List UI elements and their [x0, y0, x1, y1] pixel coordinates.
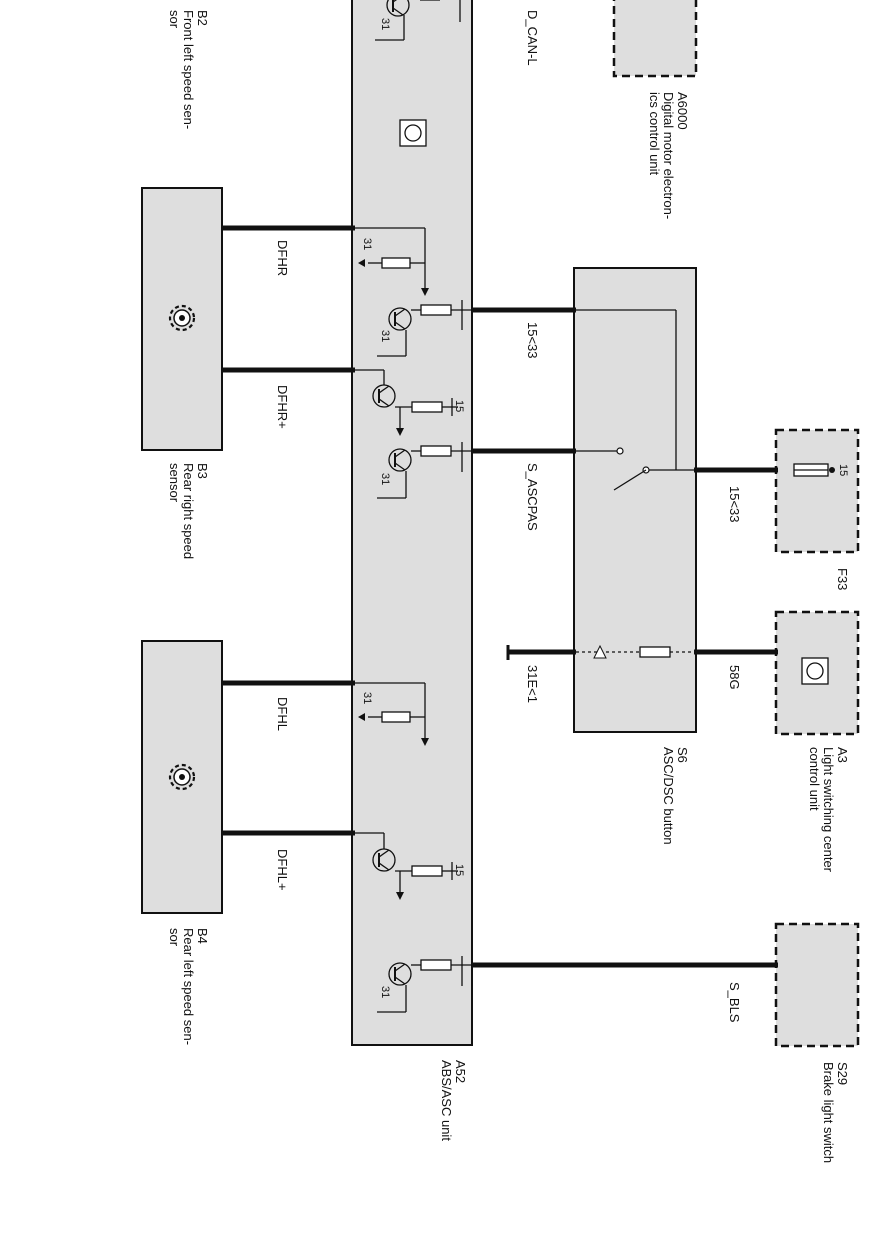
b3-id: B3 [195, 463, 210, 479]
a6000-name-line1: Digital motor electron- [661, 92, 676, 219]
text-labels: B2 Front left speed sen- sor B3 Rear rig… [167, 10, 850, 1163]
a6000-name-line2: ics control unit [647, 92, 662, 175]
pin-31-e: 31 [361, 692, 373, 704]
abs-asc-unit-box [351, 0, 473, 1046]
a6000-id: A6000 [675, 92, 690, 130]
signal-dfhl-plus: DFHL+ [275, 849, 290, 891]
pin-15-c: 15 [837, 464, 849, 476]
a6000-box [612, 0, 698, 78]
pin-31-f: 31 [379, 986, 391, 998]
b4-id: B4 [195, 928, 210, 944]
signal-31e-1: 31E<1 [525, 665, 540, 703]
asc-dsc-button-box [573, 267, 697, 733]
wires [222, 225, 778, 968]
can-bus-icon [801, 657, 829, 685]
signal-s-bls: S_BLS [727, 982, 742, 1023]
signal-58g: 58G [727, 665, 742, 690]
pin-31-b: 31 [361, 238, 373, 250]
s6-internal-circuit [506, 309, 694, 660]
f33-box [774, 428, 860, 554]
b2-id: B2 [195, 10, 210, 26]
signal-15-33-b: 15<33 [727, 486, 742, 523]
signal-dfhr-plus: DFHR+ [275, 385, 290, 429]
signal-d-can-l: D_CAN-L [525, 10, 540, 66]
a52-internal-circuits [355, 0, 472, 1013]
a3-name-line2: control unit [807, 747, 822, 811]
pin-31-a: 31 [379, 18, 391, 30]
a3-id: A3 [835, 747, 850, 763]
b2-name-line1: Front left speed sen- [181, 10, 196, 129]
b3-name-line2: sensor [167, 463, 182, 503]
brake-light-switch-box [774, 922, 860, 1048]
s6-id: S6 [675, 747, 690, 763]
pin-15-b: 15 [453, 864, 465, 876]
signal-dfhl: DFHL [275, 697, 290, 731]
signal-s-ascpas: S_ASCPAS [525, 463, 540, 531]
f33-id: F33 [835, 568, 850, 590]
signal-dfhr: DFHR [275, 240, 290, 276]
b2-name-line2: sor [167, 10, 182, 29]
signal-15-33-a: 15<33 [525, 322, 540, 359]
s29-id: S29 [835, 1062, 850, 1085]
s29-name: Brake light switch [821, 1062, 836, 1163]
s6-name: ASC/DSC button [661, 747, 676, 845]
fuse-icon [793, 463, 835, 477]
a3-name-line1: Light switching center [821, 747, 836, 873]
b3-name-line1: Rear right speed [181, 463, 196, 559]
a52-name: ABS/ASC unit [439, 1060, 454, 1141]
pin-15-a: 15 [453, 400, 465, 412]
pin-31-c: 31 [379, 330, 391, 342]
pin-31-d: 31 [379, 473, 391, 485]
a52-id: A52 [453, 1060, 468, 1083]
b4-name-line1: Rear left speed sen- [181, 928, 196, 1045]
b4-name-line2: sor [167, 928, 182, 947]
